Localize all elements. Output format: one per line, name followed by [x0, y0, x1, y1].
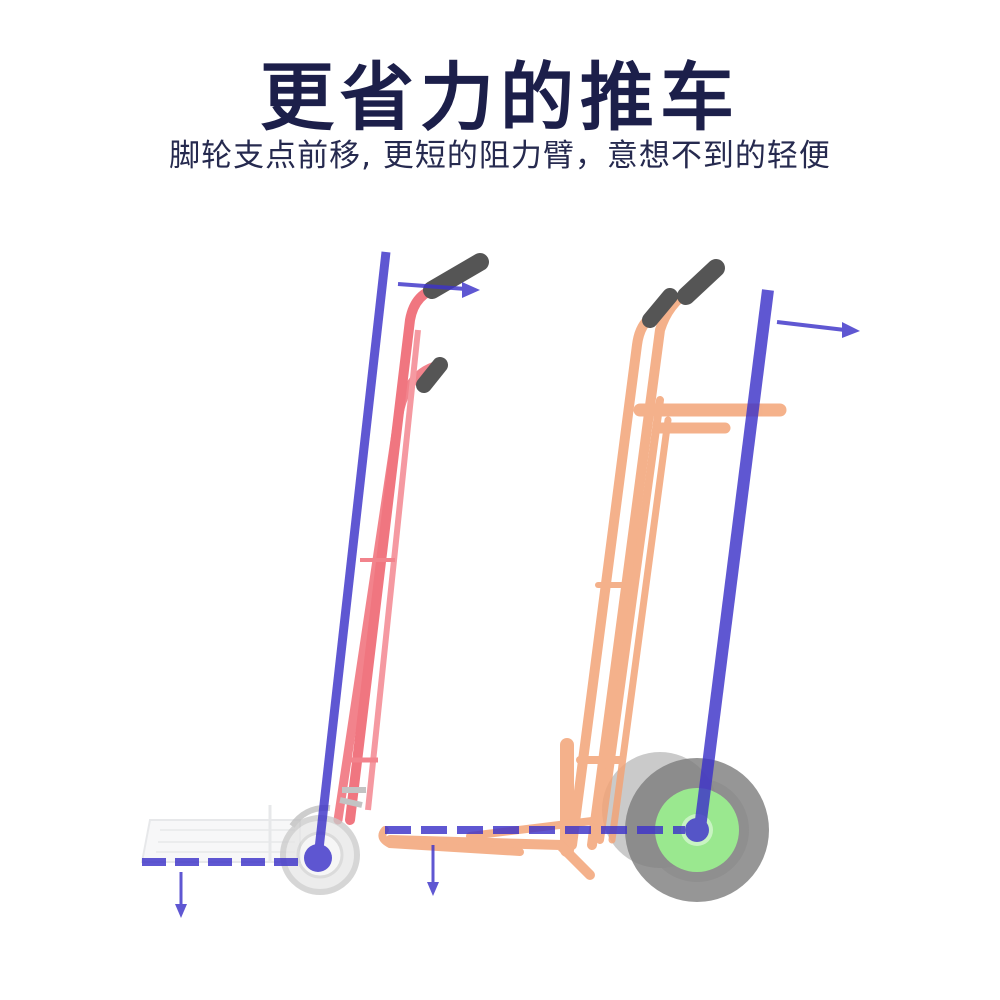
left-lever-line	[313, 251, 391, 859]
new-trolley-grip	[642, 259, 725, 328]
left-force-indicator	[142, 251, 480, 918]
arrow-right-icon	[776, 320, 860, 338]
right-force-indicator	[385, 289, 860, 896]
arrow-down-icon	[427, 845, 439, 896]
right-lever-line	[694, 289, 774, 829]
headline: 更省力的推车	[260, 55, 740, 141]
subline: 脚轮支点前移, 更短的阻力臂，意想不到的轻便	[169, 138, 831, 174]
arrow-down-icon	[175, 872, 187, 918]
standard-trolley	[140, 253, 489, 895]
standard-trolley-platform	[140, 805, 301, 863]
left-pivot-dot	[304, 844, 332, 872]
arrow-right-icon	[397, 282, 480, 298]
standard-trolley-grip	[416, 253, 489, 393]
right-pivot-dot	[685, 818, 709, 842]
